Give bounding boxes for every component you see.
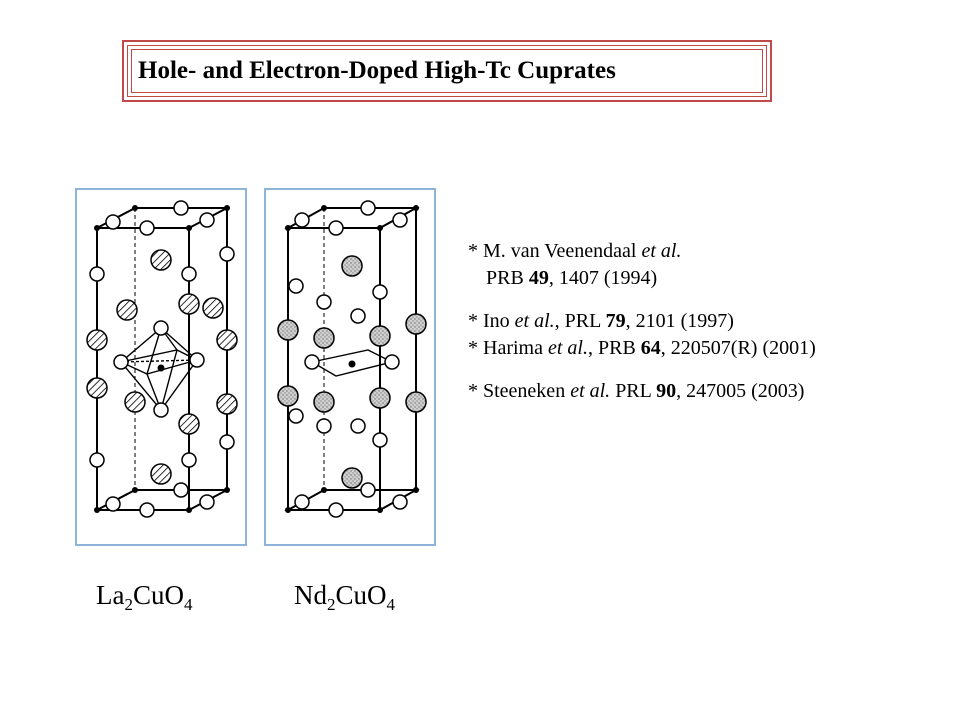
ref-journal: PRL [610,380,657,402]
ref-volume: 64 [640,337,661,359]
nd2cuo4-structure-image [264,188,436,546]
formula-nd2cuo4: Nd2CuO4 [294,580,396,614]
formula-element: CuO [335,580,387,610]
reference-item-cont: PRB 49, 1407 (1994) [468,265,948,292]
ref-pages-year: , 247005 (2003) [676,380,805,402]
formula-la2cuo4: La2CuO4 [96,580,193,614]
ref-etal: et al. [570,380,611,402]
nd2cuo4-structure-drawing [277,200,427,518]
ref-volume: 49 [528,267,549,289]
reference-item: * M. van Veenendaal et al. [468,238,948,265]
ref-bullet: * [468,310,483,332]
ref-volume: 79 [605,310,626,332]
ref-journal: , PRB [587,337,641,359]
reference-list: * M. van Veenendaal et al. PRB 49, 1407 … [468,238,948,405]
title-frame: Hole- and Electron-Doped High-Tc Cuprate… [122,40,772,102]
ref-etal: et al. [547,337,588,359]
la2cuo4-structure-drawing [86,200,238,518]
ref-authors: Ino [483,310,515,332]
ref-pages-year: , 220507(R) (2001) [660,337,816,359]
reference-item: * Harima et al., PRB 64, 220507(R) (2001… [468,335,948,362]
ref-journal: , PRL [554,310,606,332]
ref-etal: et al. [641,240,682,262]
ref-volume: 90 [656,380,677,402]
ref-bullet: * [468,380,483,402]
ref-bullet: * [468,337,483,359]
ref-pages-year: , 1407 (1994) [548,267,658,289]
formula-element: CuO [132,580,184,610]
ref-etal: et al. [514,310,555,332]
reference-item: * Steeneken et al. PRL 90, 247005 (2003) [468,378,948,405]
formula-subscript: 4 [386,595,396,614]
ref-pages-year: , 2101 (1997) [625,310,734,332]
formula-element: Nd [294,580,327,610]
formula-subscript: 2 [327,595,336,614]
ref-bullet: * [468,240,483,262]
ref-journal: PRB [486,267,529,289]
reference-item: * Ino et al., PRL 79, 2101 (1997) [468,308,948,335]
formula-subscript: 2 [124,595,133,614]
la2cuo4-structure-image [75,188,247,546]
formula-element: La [96,580,125,610]
ref-authors: M. van Veenendaal [483,240,642,262]
formula-subscript: 4 [184,595,193,614]
slide-title: Hole- and Electron-Doped High-Tc Cuprate… [138,57,616,84]
ref-authors: Harima [483,337,548,359]
ref-authors: Steeneken [483,380,571,402]
